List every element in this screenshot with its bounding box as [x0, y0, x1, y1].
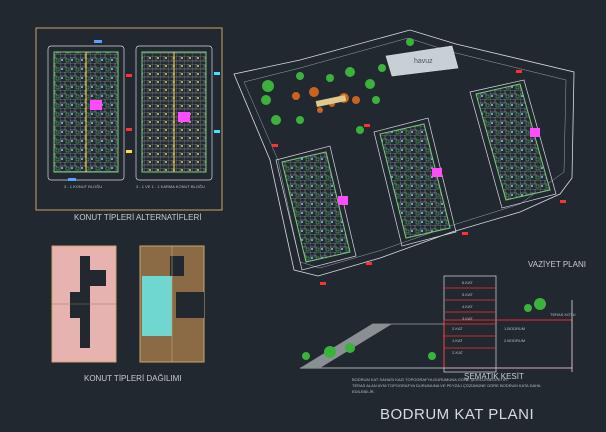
section-note-2: TERAS ALAN AYNI TOPOGRAFYA DURUMUNA VE P…: [352, 383, 542, 388]
schematic-section: [300, 275, 573, 373]
site-block-3: [469, 79, 557, 209]
types-distribution: [51, 245, 205, 363]
floor-label: 2.BODRUM: [504, 338, 526, 343]
floor-label: 1.KAT: [452, 338, 463, 343]
floor-label: 5.KAT: [462, 292, 473, 297]
section-note-1: BODRUM KAT SAHASI KAZI TOPOGRAFYA DURUMU…: [352, 377, 509, 382]
terrace-label: TERAS KOTU: [550, 312, 576, 317]
pool: [385, 45, 459, 77]
floor-label: 4.KAT: [462, 304, 473, 309]
site-block-2: [373, 117, 457, 247]
types-alternatives-title: KONUT TİPLERİ ALTERNATİFLERİ: [74, 213, 202, 222]
site-plan-title: VAZİYET PLANI: [528, 260, 586, 269]
plan2-caption: 3 - 1 VE 1 - 1 KARMA KONUT BLOĞU: [136, 184, 205, 189]
types-alternatives-frame: [35, 27, 223, 211]
site-block-1: [275, 145, 357, 271]
floor-label: 6.KAT: [462, 280, 473, 285]
main-title: BODRUM KAT PLANI: [380, 406, 535, 423]
site-plan: [233, 29, 575, 277]
floor-label: 1.BODRUM: [504, 326, 526, 331]
floor-label: Z.KAT: [452, 350, 464, 355]
floor-label: 3.KAT: [462, 316, 473, 321]
section-title: ŞEMATİK KESİT: [464, 372, 524, 381]
floor-label: 2.KAT: [452, 326, 463, 331]
pool-label: havuz: [414, 58, 433, 65]
plan1-caption: 3 - 1 KONUT BLOĞU: [64, 184, 103, 189]
section-note-3: EDİLEBİLİR.: [352, 389, 375, 394]
types-distribution-title: KONUT TİPLERİ DAĞILIMI: [84, 374, 182, 383]
